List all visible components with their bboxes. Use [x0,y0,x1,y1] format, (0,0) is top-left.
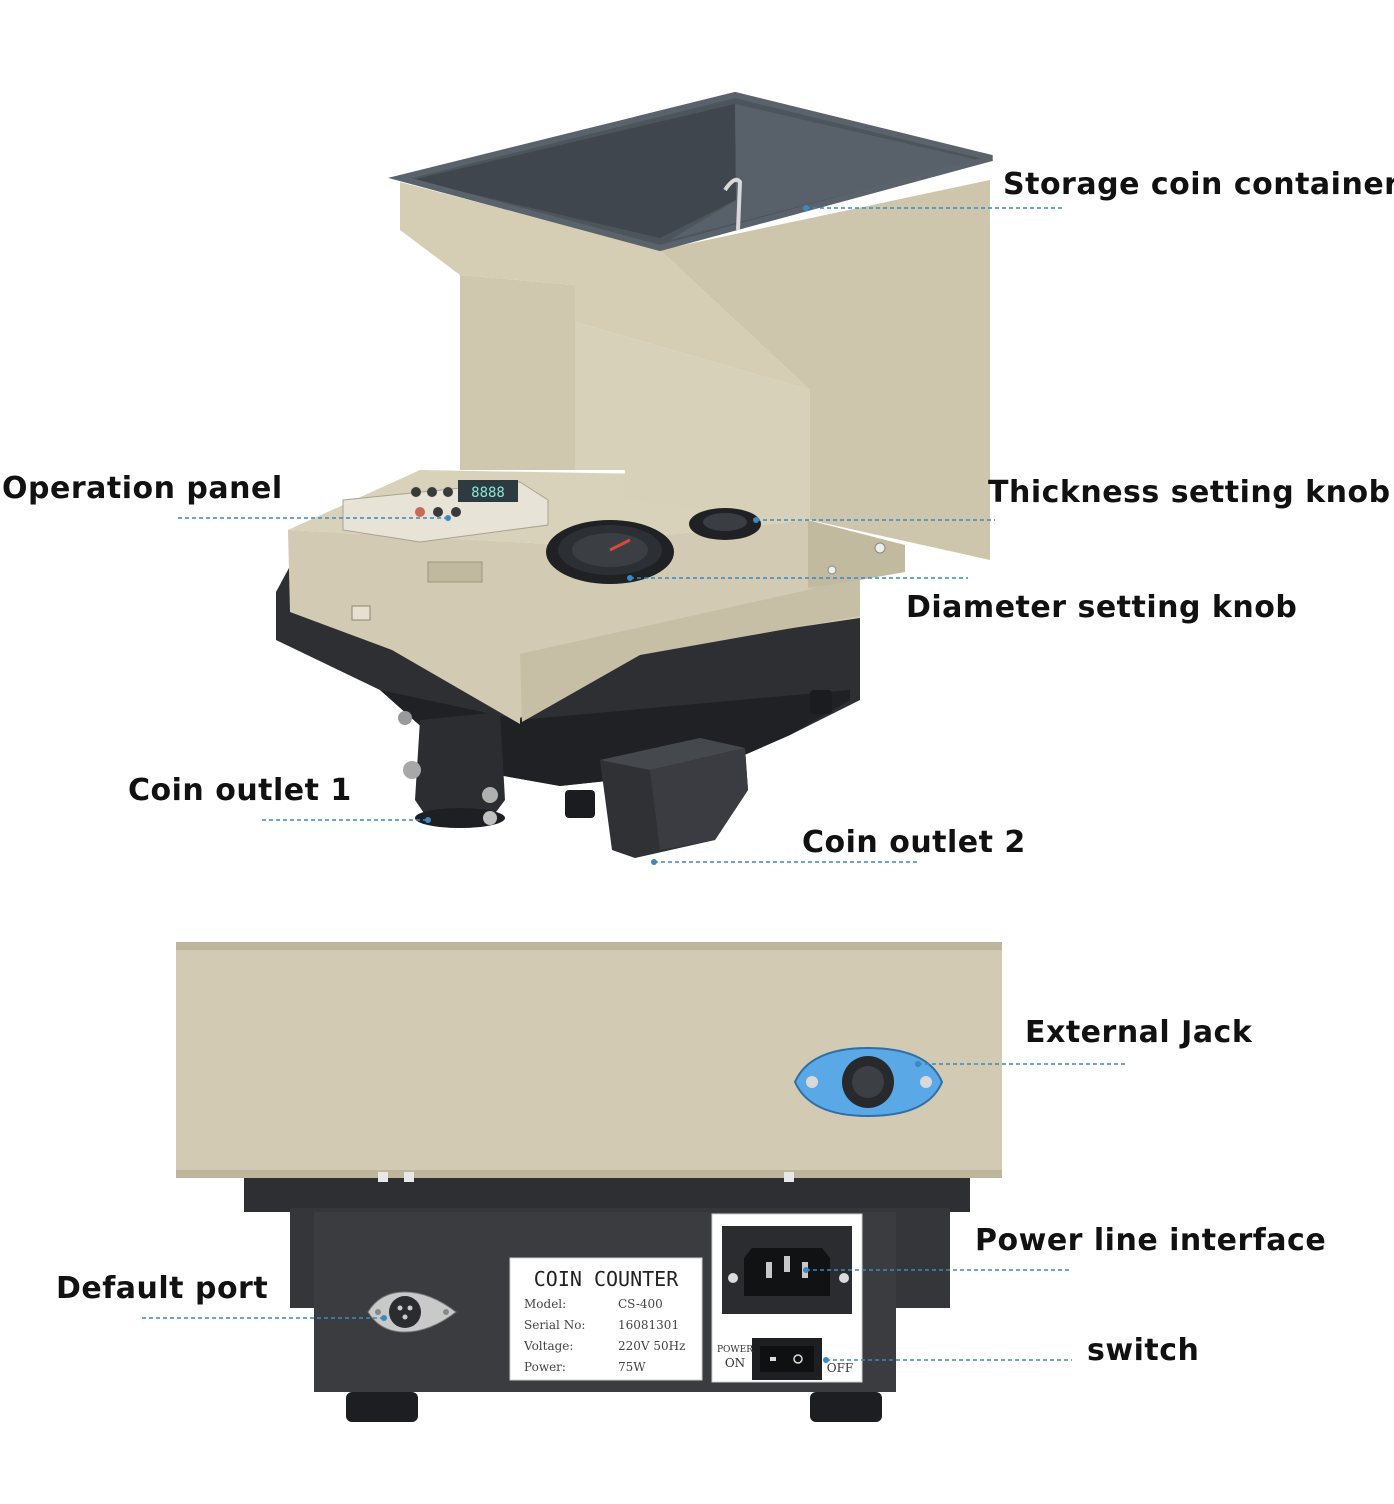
nameplate-key: Power: [524,1360,566,1374]
front-view: 8888 [276,91,993,858]
callout-power-line-interface: Power line interface [975,1223,1327,1258]
nameplate-value: CS-400 [618,1297,663,1311]
default-port [367,1291,457,1333]
lcd-display [458,480,518,502]
callout-storage-coin-container: Storage coin container [1003,167,1394,202]
leader-lines [142,205,1126,1363]
external-jack [793,1046,944,1118]
panel-button [433,507,443,517]
nameplate-value: 16081301 [618,1318,679,1332]
callout-operation-panel: Operation panel [2,471,283,506]
nameplate-value: 75W [618,1360,646,1374]
callout-thickness-setting-knob: Thickness setting knob [988,475,1391,510]
power-line-interface [722,1226,852,1314]
screw [378,1172,388,1182]
foot [810,690,832,714]
switch-power-label: POWER [717,1345,753,1355]
panel-button [443,487,453,497]
screw [784,1172,794,1182]
callout-coin-outlet-2: Coin outlet 2 [802,825,1026,860]
panel-button [451,507,461,517]
operation-panel: 8888 [342,480,549,543]
tower-left-face [460,275,575,470]
hopper-rim [388,91,993,252]
panel-button [411,487,421,497]
coin-slot [427,561,483,583]
nameplate-value: 220V 50Hz [618,1339,685,1353]
tower-right-face [660,180,990,560]
hopper-wire [723,177,743,231]
back-base-upper [244,1178,970,1212]
screw [404,1172,414,1182]
nameplate-key: Voltage: [523,1339,573,1353]
callout-switch: switch [1087,1333,1200,1368]
foot [346,1392,418,1422]
screw [874,542,886,554]
front-latch [351,605,371,621]
display-reading: 8888 [471,485,505,501]
callout-coin-outlet-1: Coin outlet 1 [128,773,352,808]
screw [827,565,837,575]
coin-outlet-1 [398,711,505,828]
nameplate-key: Model: [524,1297,566,1311]
coin-outlet-2 [600,738,748,858]
foot [810,1392,882,1422]
thickness-setting-knob [689,508,761,540]
callout-default-port: Default port [56,1271,269,1306]
nameplate-key: Serial No: [524,1318,585,1332]
panel-button [415,507,425,517]
callout-external-jack: External Jack [1025,1015,1253,1050]
diameter-setting-knob [546,520,674,584]
lower-housing-side [520,572,860,722]
callout-diameter-setting-knob: Diameter setting knob [906,590,1298,625]
switch-off-label: OFF [827,1361,854,1375]
hopper-inner-wall [412,104,736,238]
foot [565,790,595,818]
tower-center-face [575,322,810,520]
panel-button [427,487,437,497]
switch-on-label: ON [725,1356,745,1370]
nameplate-title: COIN COUNTER [534,1267,679,1291]
power-switch [752,1338,822,1380]
tower-front-face [400,182,810,390]
hopper-inner-back [670,104,978,240]
